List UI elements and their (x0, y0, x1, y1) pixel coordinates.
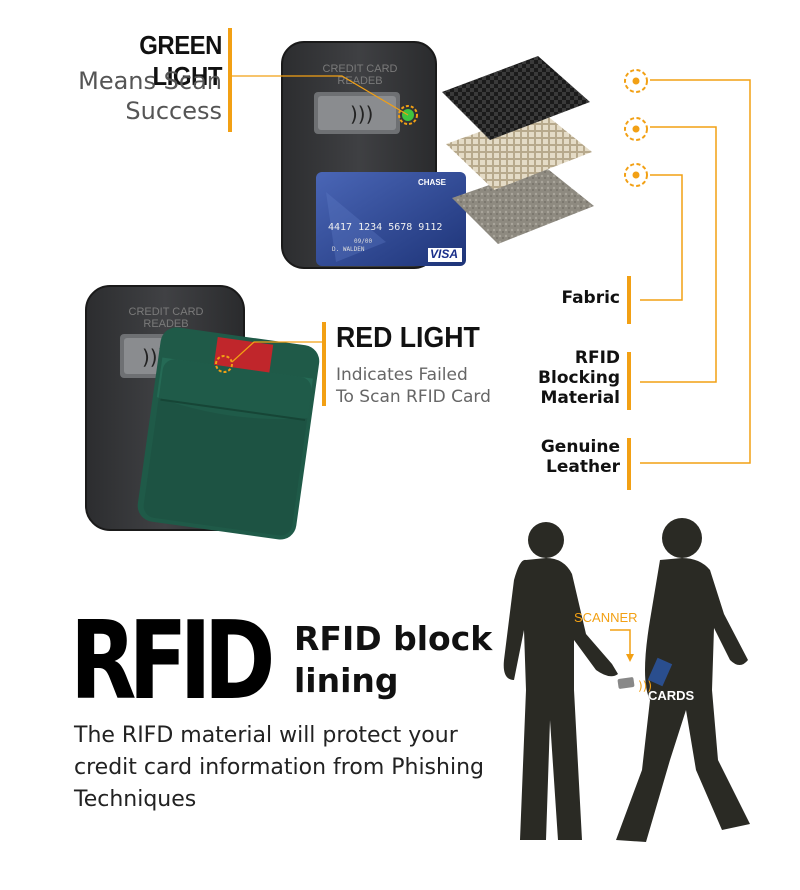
layer-bar-rfid (627, 352, 631, 410)
credit-card-holder: D. WALDEN (332, 246, 365, 253)
layer-bar-leather (627, 438, 631, 490)
layer-label-fabric: Fabric (561, 288, 620, 308)
green-light-subtitle: Means Scan Success (78, 67, 222, 125)
credit-card-expiry: 09/00 (354, 238, 373, 245)
layer-label-rfid: RFID Blocking Material (538, 348, 620, 408)
pickpocket-illustration: ))) (503, 518, 750, 842)
material-layers-image (442, 56, 594, 244)
target-icon-leather (624, 163, 648, 187)
red-light-subtitle: Indicates Failed To Scan RFID Card (336, 365, 491, 407)
credit-card-image (316, 172, 466, 266)
rfid-block-heading: RFID block lining (294, 619, 493, 700)
reader-top-label: CREDIT CARD READEB (322, 63, 398, 87)
rfid-big-heading: RFID (70, 599, 275, 724)
credit-card-network: VISA (430, 247, 459, 261)
red-light-accent-bar (322, 322, 326, 406)
leather-wallet-image (137, 327, 320, 540)
green-light-accent-bar (228, 28, 232, 132)
credit-card-brand: CHASE (418, 178, 447, 187)
layer-label-leather: Genuine Leather (540, 437, 620, 477)
reader-bottom-label: CREDIT CARD READEB (128, 306, 204, 330)
cards-label: CARDS (648, 688, 695, 703)
layer-connector-lines (640, 79, 751, 464)
target-icon-rfid (624, 117, 648, 141)
svg-text:))): ))) (638, 679, 652, 693)
scanner-label: SCANNER (574, 610, 638, 625)
red-light-leader-line (231, 341, 322, 363)
layer-bar-fabric (627, 276, 631, 324)
credit-card-number: 4417 1234 5678 9112 (328, 222, 443, 233)
green-light-leader-line (232, 75, 409, 116)
green-light-title: GREEN LIGHT (139, 30, 222, 91)
rfid-description: The RIFD material will protect your cred… (74, 723, 484, 812)
target-icon-fabric (624, 69, 648, 93)
svg-text:))): ))) (350, 102, 373, 126)
red-light-title: RED LIGHT (336, 322, 480, 354)
